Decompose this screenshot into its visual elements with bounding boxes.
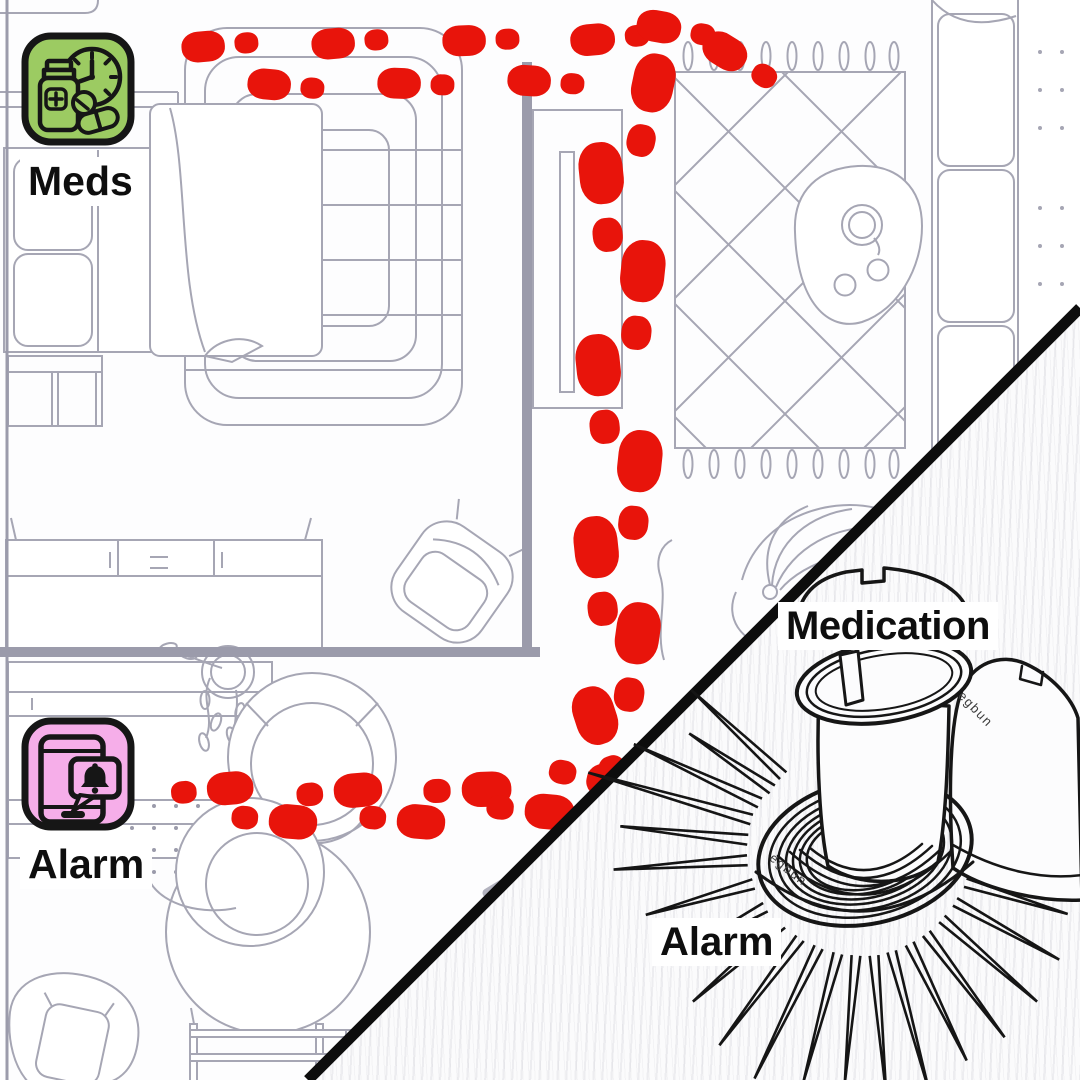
credenza	[5, 517, 323, 649]
meds-label: Meds	[20, 157, 141, 206]
walls	[0, 0, 540, 1080]
alarm-callout-label: Alarm	[652, 918, 782, 966]
corridor-cabinet	[532, 109, 623, 409]
medication-cup	[776, 566, 974, 896]
alarm-label: Alarm	[20, 840, 153, 889]
lounge-chair	[390, 498, 529, 644]
pill-bottle-clock-icon	[21, 32, 135, 146]
meds-station-badge	[20, 31, 136, 147]
alarm-station-badge	[20, 716, 136, 832]
medication-callout-label: Medication	[778, 602, 998, 650]
footprint-trail	[170, 9, 778, 840]
coffee-table	[793, 164, 924, 325]
phone-notification-bell-icon	[21, 717, 135, 831]
rug-tassels	[682, 41, 900, 479]
nightstand	[7, 355, 103, 427]
beanbag-chair	[8, 972, 140, 1080]
